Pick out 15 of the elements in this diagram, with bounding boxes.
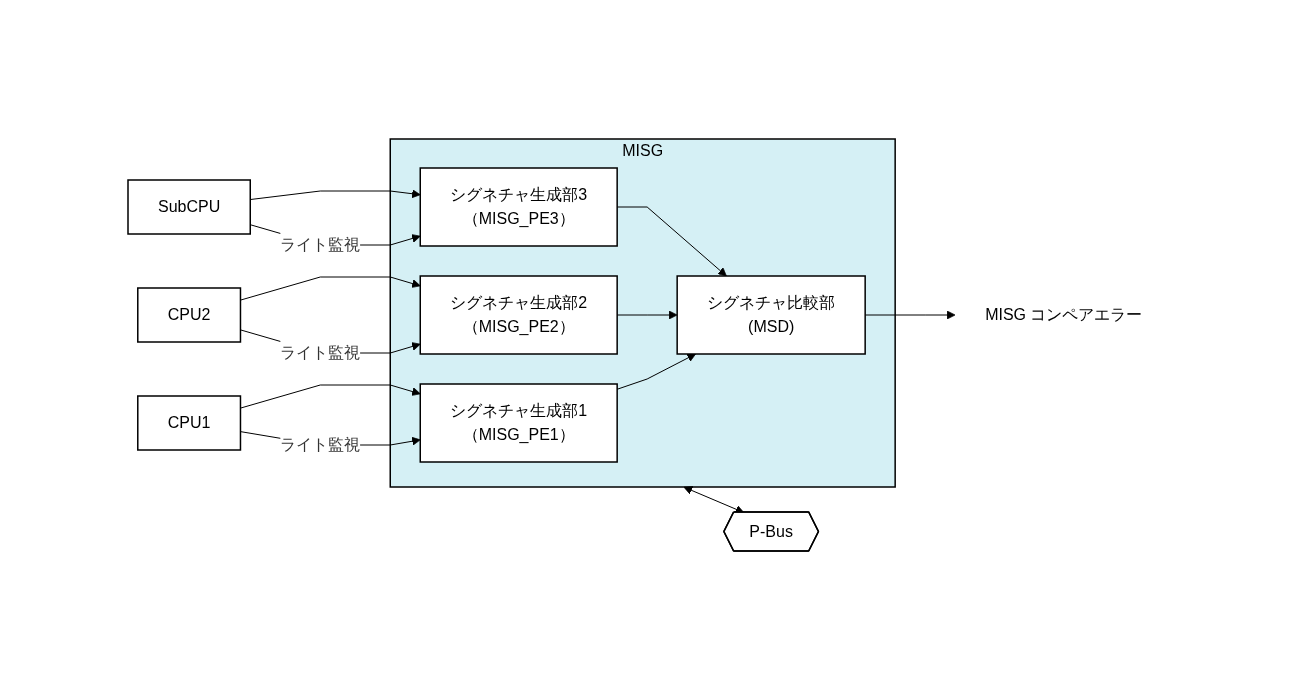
node-box: CPU2 — [137, 287, 242, 343]
arrow — [683, 486, 745, 514]
arrow — [250, 189, 421, 201]
edge-label: ライト監視 — [280, 236, 361, 253]
edge-label: ライト監視 — [280, 436, 361, 453]
node-box: SubCPU — [127, 179, 252, 235]
node-box: CPU1 — [137, 395, 242, 451]
edge-label: ライト監視 — [280, 344, 361, 361]
node-text: MISG コンペアエラー — [985, 306, 1143, 323]
node-box: シグネチャ生成部2 （MISG_PE2） — [419, 275, 619, 355]
arrow — [240, 384, 421, 409]
node-box: シグネチャ生成部1 （MISG_PE1） — [419, 383, 619, 463]
arrow — [240, 276, 421, 301]
node-box: シグネチャ比較部 (MSD) — [676, 275, 867, 355]
node-box: シグネチャ生成部3 （MISG_PE3） — [419, 167, 619, 247]
